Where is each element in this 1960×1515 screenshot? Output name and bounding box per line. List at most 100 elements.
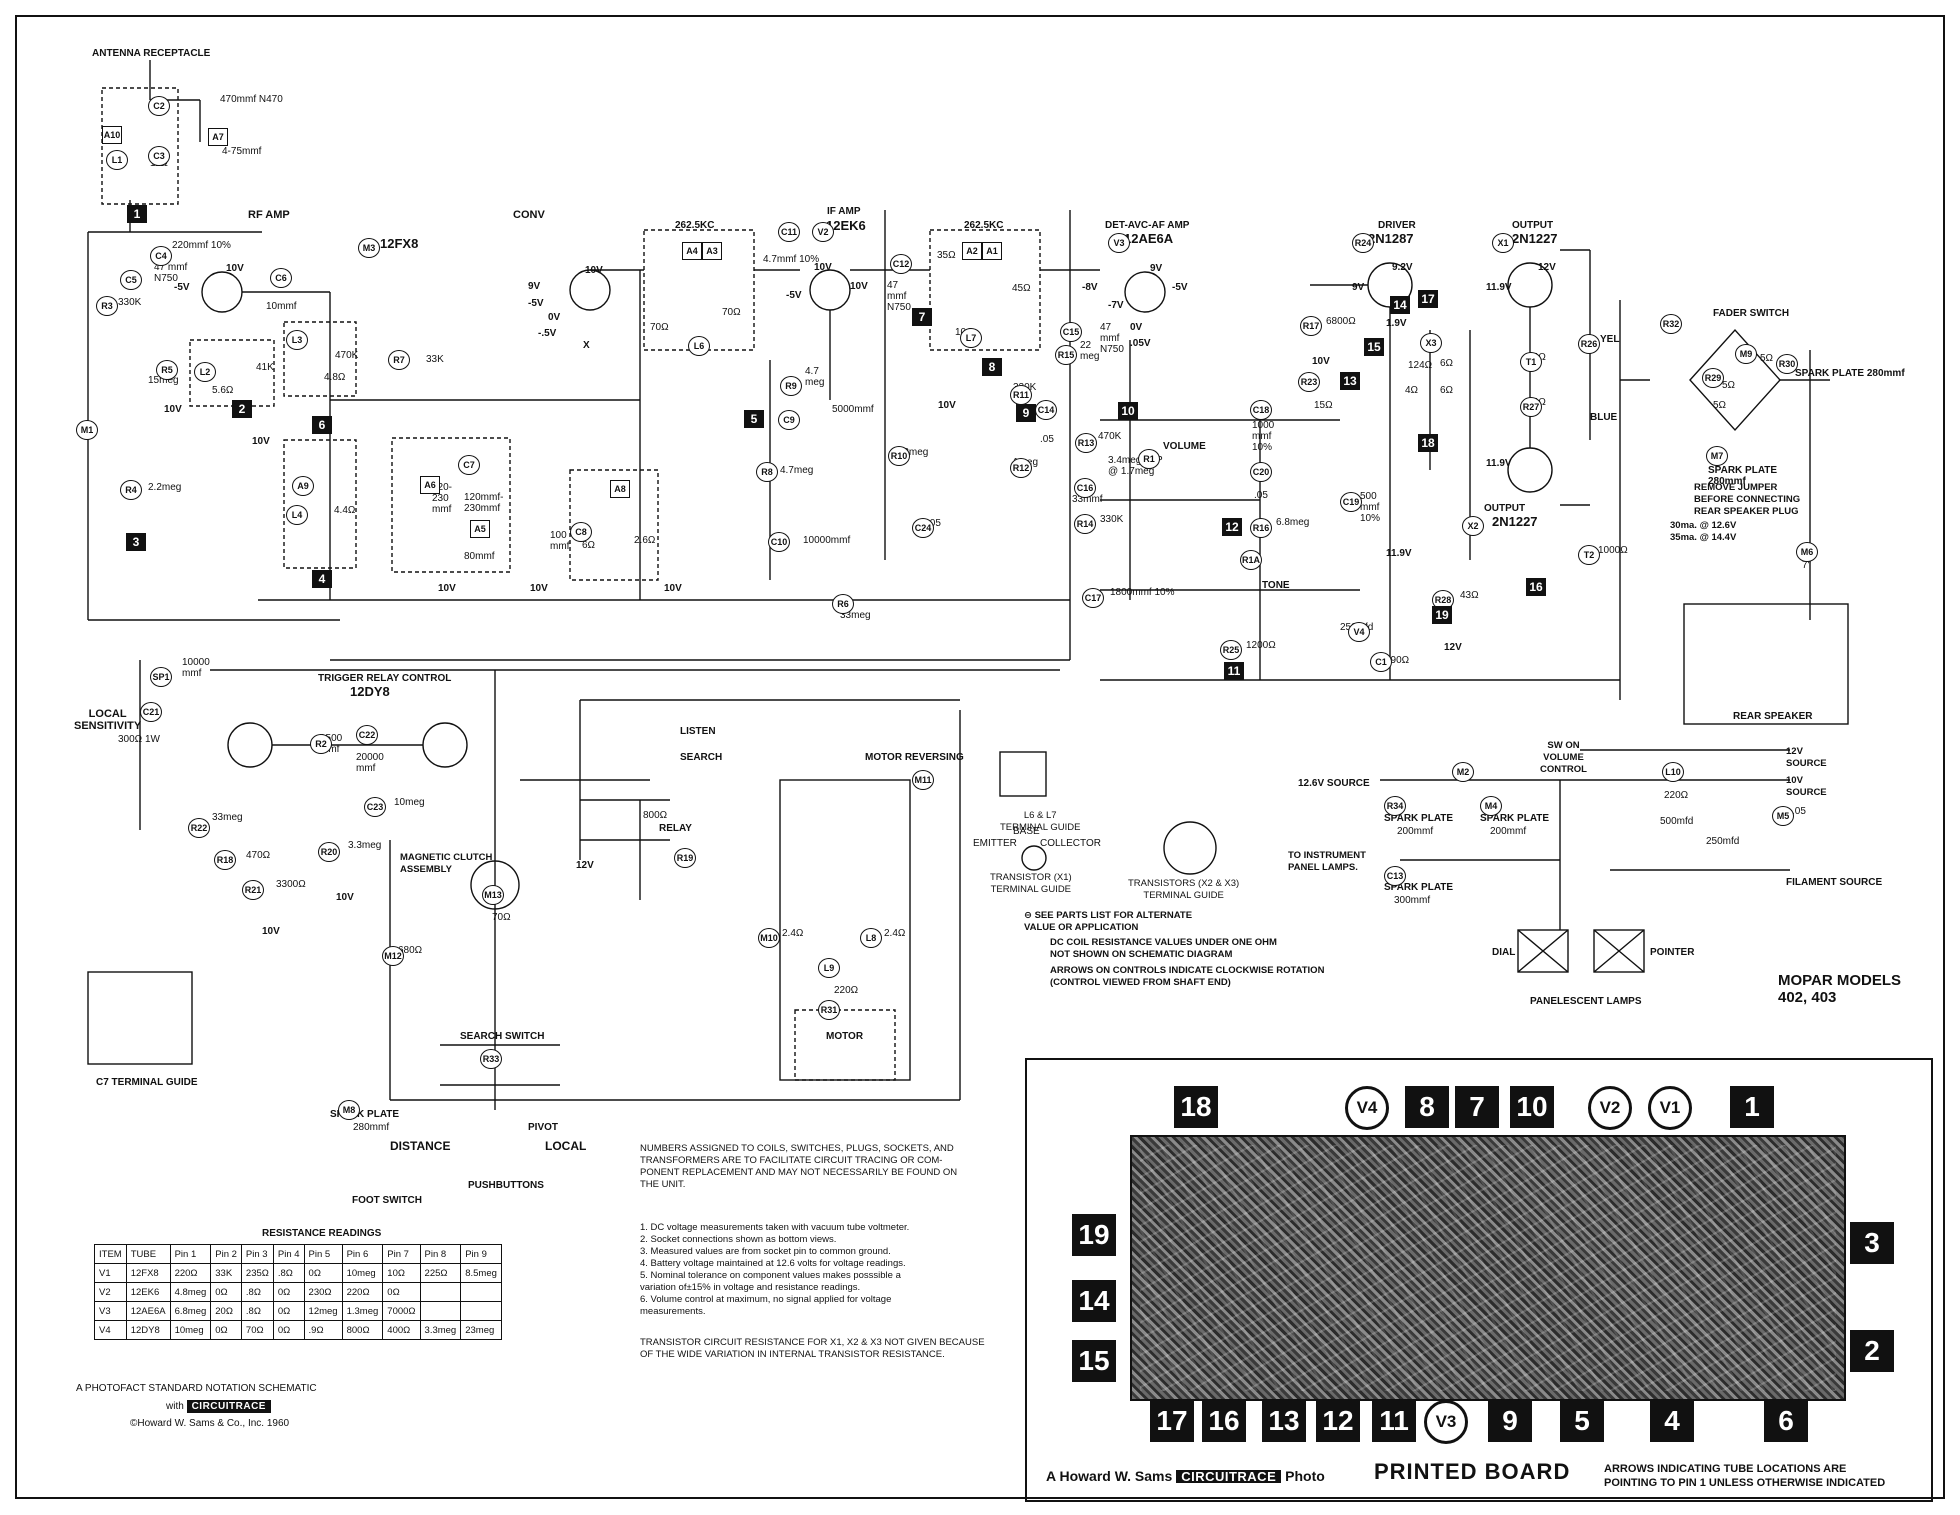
t1-value-a: 124Ω: [1408, 360, 1433, 371]
component-tag-r11: R11: [1010, 385, 1032, 405]
board-callout-9: 9: [1488, 1400, 1532, 1442]
r14-value: 330K: [1100, 514, 1124, 525]
component-tag-r18: R18: [214, 850, 236, 870]
table-cell: 8.5meg: [460, 1263, 502, 1283]
test-point-6: 6: [312, 416, 332, 434]
component-tag-c3: C3: [148, 146, 170, 166]
v2-10b-voltage: 10V: [850, 281, 868, 292]
v1-pin9-voltage: 9V: [528, 281, 541, 292]
test-point-2: 2: [232, 400, 252, 418]
r6-value: 33meg: [840, 610, 871, 621]
component-tag-c17: C17: [1082, 588, 1104, 608]
table-cell: [419, 1282, 462, 1302]
component-box-a1: A1: [982, 242, 1002, 260]
component-tag-c16: C16: [1074, 478, 1096, 498]
component-tag-m1: M1: [76, 420, 98, 440]
component-tag-r30: R30: [1776, 354, 1798, 374]
r31-value: 220Ω: [834, 985, 859, 996]
c5-value: 47 mmf N750: [154, 262, 188, 284]
component-tag-r6: R6: [832, 594, 854, 614]
component-tag-r23: R23: [1298, 372, 1320, 392]
component-tag-l1: L1: [106, 150, 128, 170]
component-tag-c8: C8: [570, 522, 592, 542]
c3-value: 4-75mmf: [222, 146, 262, 157]
c20-value: .05: [1254, 490, 1268, 501]
rail-10v-b: 10V: [252, 436, 270, 447]
c8-value: 100 mmf: [550, 530, 570, 552]
c23-value: 20000 mmf: [356, 752, 384, 774]
component-tag-l8: L8: [860, 928, 882, 948]
c4-value: 220mmf 10%: [172, 240, 231, 251]
r21-value: 470Ω: [246, 850, 271, 861]
table-cell: [419, 1301, 462, 1321]
x1-label: 2N1287: [1368, 231, 1414, 246]
component-tag-m8: M8: [338, 1100, 360, 1120]
component-tag-c10: C10: [768, 532, 790, 552]
l2-value-b: 41K: [256, 362, 274, 373]
rail-12v-a: 12V: [576, 860, 594, 871]
output-top-label: OUTPUT: [1512, 220, 1554, 231]
v3-tube-label: 12AE6A: [1124, 231, 1174, 246]
component-tag-c23: C23: [364, 797, 386, 817]
board-callout-15: 15: [1072, 1340, 1116, 1382]
table-cell: .9Ω: [303, 1320, 343, 1340]
component-tag-r7: R7: [388, 350, 410, 370]
component-tag-x3: X3: [1420, 333, 1442, 353]
component-tag-r16: R16: [1250, 518, 1272, 538]
rail-10v-h: 10V: [262, 926, 280, 937]
component-tag-r8: R8: [756, 462, 778, 482]
test-point-3: 3: [126, 533, 146, 551]
component-tag-a9: A9: [292, 476, 314, 496]
board-callout-12: 12: [1316, 1400, 1360, 1442]
c17-value: 1800mmf 10%: [1110, 587, 1175, 598]
r13-value: 470K: [1098, 431, 1122, 442]
c9-value: 5000mmf: [832, 404, 874, 415]
resistance-readings-title: RESISTANCE READINGS: [262, 1228, 382, 1239]
sp1-value: 7": [1802, 560, 1812, 571]
table-cell: 400Ω: [382, 1320, 421, 1340]
board-callout-5: 5: [1560, 1400, 1604, 1442]
table-cell: .8Ω: [240, 1282, 274, 1302]
sw-on-label: SW ON VOLUME CONTROL: [1540, 740, 1587, 775]
spark-plate-m3-label: SPARK PLATE: [1384, 882, 1454, 893]
c24-value: .05: [927, 518, 941, 529]
component-tag-sp1: SP1: [150, 667, 172, 687]
component-tag-r33: R33: [480, 1049, 502, 1069]
driver-label: DRIVER: [1378, 220, 1416, 231]
table-cell: 0Ω: [303, 1263, 343, 1283]
board-traces: [1140, 1145, 1836, 1391]
instrument-label: TO INSTRUMENT PANEL LAMPS.: [1288, 850, 1366, 873]
distance-label: DISTANCE: [390, 1139, 451, 1153]
r30b-value: 5Ω: [1713, 400, 1727, 411]
r9-value: 4.7 meg: [805, 366, 825, 388]
rail-10v-g: 10V: [336, 892, 354, 903]
table-header-cell: TUBE: [125, 1244, 171, 1264]
l7-value-a: 35Ω: [937, 250, 956, 261]
component-tag-m6: M6: [1796, 542, 1818, 562]
component-tag-r20: R20: [318, 842, 340, 862]
component-tag-c14: C14: [1035, 400, 1057, 420]
board-callout-13: 13: [1262, 1400, 1306, 1442]
table-cell: 4.8meg: [169, 1282, 212, 1302]
coil-note: DC COIL RESISTANCE VALUES UNDER ONE OHM …: [1050, 937, 1277, 960]
m3-value: 300mmf: [1394, 895, 1431, 906]
r17-value: 6800Ω: [1326, 316, 1356, 327]
l6-value-a: 70Ω: [650, 322, 669, 333]
table-cell: V2: [94, 1282, 127, 1302]
c13-value: .05: [1792, 806, 1806, 817]
component-box-a7: A7: [208, 128, 228, 146]
c7-guide-label: C7 TERMINAL GUIDE: [96, 1077, 198, 1088]
test-point-17: 17: [1418, 290, 1438, 308]
foot-switch-label: FOOT SWITCH: [352, 1195, 422, 1206]
table-header-cell: Pin 8: [419, 1244, 462, 1264]
r25-value: 390Ω: [1385, 655, 1410, 666]
table-header-cell: Pin 4: [272, 1244, 305, 1264]
dc-notes: 1. DC voltage measurements taken with va…: [640, 1222, 910, 1317]
component-tag-c13: C13: [1384, 866, 1406, 886]
det-label: DET-AVC-AF AMP: [1105, 220, 1190, 231]
component-tag-v3: V3: [1108, 233, 1130, 253]
fader-label: FADER SWITCH: [1713, 308, 1790, 319]
component-tag-m3: M3: [358, 238, 380, 258]
